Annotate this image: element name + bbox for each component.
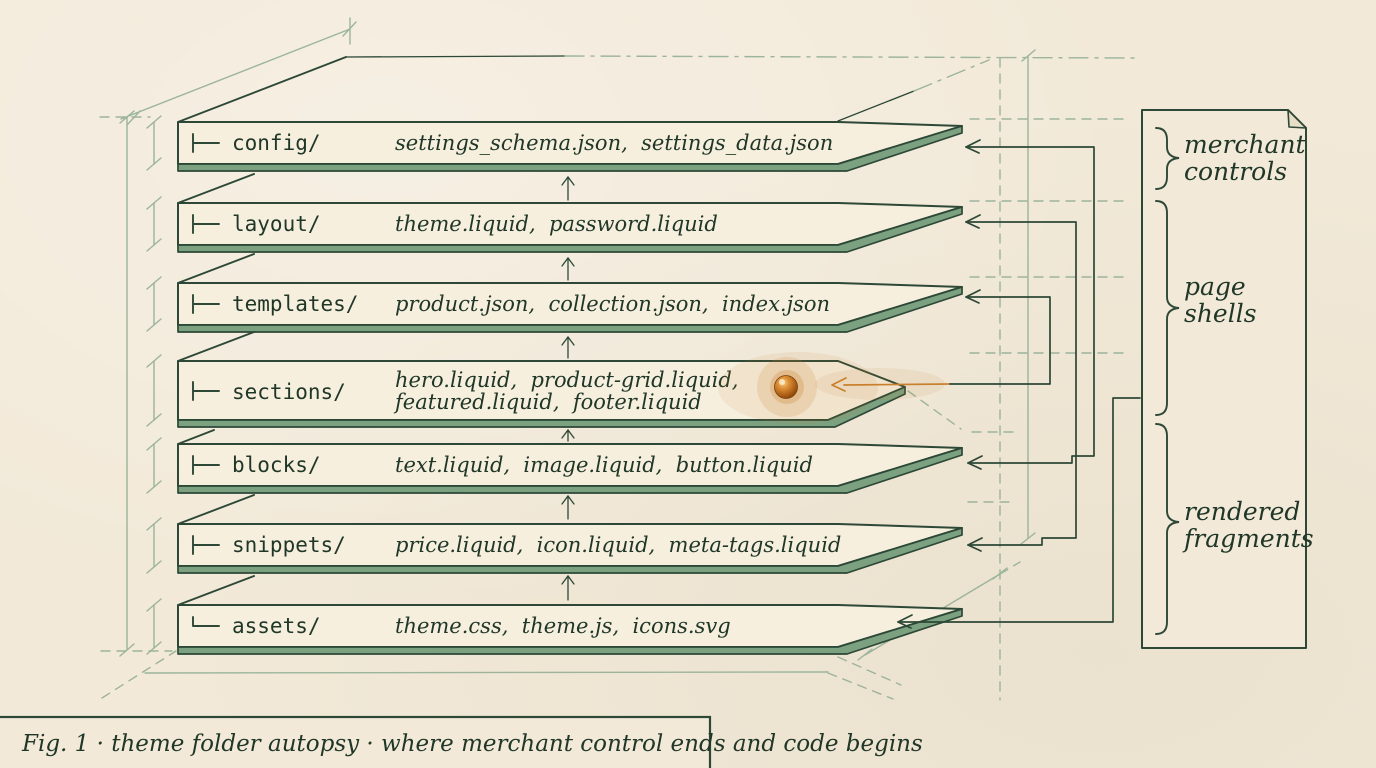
top-face-sliver bbox=[177, 429, 215, 445]
layer-templates: templates/ product.json, collection.json… bbox=[177, 253, 963, 333]
highlight-ball[interactable] bbox=[774, 375, 798, 399]
group-label: controls bbox=[1184, 157, 1287, 186]
folder-files: price.liquid, icon.liquid, meta-tags.liq… bbox=[395, 533, 841, 557]
folder-name: templates/ bbox=[232, 292, 358, 316]
folder-files: theme.liquid, password.liquid bbox=[395, 212, 718, 236]
connector-assets-note bbox=[897, 397, 1141, 623]
group-label: fragments bbox=[1182, 524, 1314, 553]
dimension-diagonal bbox=[120, 28, 351, 120]
figure-caption-box: Fig. 1 · theme folder autopsy · where me… bbox=[0, 715, 923, 768]
layer-blocks: blocks/ text.liquid, image.liquid, butto… bbox=[177, 429, 963, 494]
top-face-right-edge bbox=[837, 90, 915, 122]
note-dogear-fold-icon bbox=[1287, 109, 1307, 129]
folder-name: config/ bbox=[232, 131, 321, 155]
group-label: page bbox=[1184, 272, 1246, 301]
layer-edge-band bbox=[177, 608, 963, 655]
folder-name: assets/ bbox=[232, 614, 321, 638]
folder-files: product.json, collection.json, index.jso… bbox=[395, 292, 830, 316]
group-label: merchant bbox=[1184, 130, 1307, 159]
tree-branch-icon bbox=[192, 294, 220, 314]
layer-stack: config/ settings_schema.json, settings_d… bbox=[177, 121, 963, 655]
connectors bbox=[897, 139, 1141, 629]
tree-branch-icon bbox=[192, 133, 220, 153]
sections-highlight bbox=[718, 352, 951, 424]
centerline-dashdot bbox=[564, 55, 1137, 59]
connector-assets-arrowhead bbox=[897, 614, 913, 629]
connector-templates-arrowhead bbox=[965, 289, 981, 304]
caption-text: Fig. 1 · theme folder autopsy · where me… bbox=[21, 731, 923, 757]
orange-pointer-arrow bbox=[831, 377, 951, 392]
tree-branch-icon bbox=[192, 535, 220, 555]
upward-flow-arrows bbox=[561, 175, 575, 601]
layer-edge-band bbox=[177, 125, 963, 172]
up-arrow bbox=[561, 335, 575, 359]
folder-name: blocks/ bbox=[232, 453, 321, 477]
dimension-diagonal-ticks bbox=[126, 17, 357, 126]
folder-name: sections/ bbox=[232, 380, 346, 404]
brace-merchant-controls bbox=[1155, 127, 1180, 190]
layer-edge-band bbox=[177, 286, 963, 333]
layer-edge-band bbox=[177, 447, 963, 494]
dimension-extension-dashes bbox=[99, 116, 173, 652]
folder-name: layout/ bbox=[232, 212, 321, 236]
base-plane-edge bbox=[144, 671, 829, 674]
layer-edge-band bbox=[177, 527, 963, 574]
brace-page-shells bbox=[1155, 200, 1180, 416]
layer-layout: layout/ theme.liquid, password.liquid bbox=[177, 173, 963, 253]
legend-note: merchant controls page shells rendered f… bbox=[1141, 109, 1314, 649]
dimension-per-layer-ticks bbox=[146, 115, 162, 655]
top-face-sliver bbox=[177, 575, 255, 606]
tree-branch-icon bbox=[192, 455, 220, 475]
highlight-glow-outer bbox=[718, 352, 878, 424]
tree-corner-icon bbox=[192, 616, 220, 627]
tree-branch-icon bbox=[192, 214, 220, 234]
folder-files: text.liquid, image.liquid, button.liquid bbox=[395, 453, 813, 477]
construction-vertical-ticks bbox=[1020, 49, 1036, 545]
up-arrow bbox=[561, 494, 575, 520]
sections-hidden-edge-dash bbox=[907, 390, 962, 430]
caption-frame bbox=[0, 715, 712, 768]
top-face-right-edge-hidden bbox=[913, 59, 990, 92]
top-face-sliver bbox=[177, 494, 255, 525]
brace-rendered-fragments bbox=[1155, 423, 1180, 635]
connector-templates-sections bbox=[949, 296, 1051, 385]
folder-name: snippets/ bbox=[232, 533, 346, 557]
layer-snippets: snippets/ price.liquid, icon.liquid, met… bbox=[177, 494, 963, 574]
tree-branch-icon bbox=[192, 381, 220, 401]
highlight-ball-glint bbox=[779, 379, 785, 385]
dimension-overall-ticks bbox=[119, 110, 135, 657]
top-face-sliver bbox=[177, 253, 255, 284]
up-arrow bbox=[561, 428, 575, 442]
base-plane-dashes bbox=[101, 650, 902, 700]
top-face-sliver bbox=[177, 173, 255, 204]
construction-lines bbox=[99, 17, 1137, 701]
connector-layout-snippets bbox=[965, 221, 1077, 546]
connector-config-blocks bbox=[965, 146, 1095, 464]
folder-files: featured.liquid, footer.liquid bbox=[393, 390, 702, 414]
tie-line-dashes bbox=[967, 118, 1129, 503]
layer-config: config/ settings_schema.json, settings_d… bbox=[177, 121, 963, 172]
group-label: shells bbox=[1184, 299, 1257, 328]
layer-edge-band bbox=[177, 206, 963, 253]
connector-layout-snippets-arrowheads bbox=[965, 214, 983, 552]
layer-assets: assets/ theme.css, theme.js, icons.svg bbox=[177, 575, 963, 655]
connector-config-blocks-arrowheads bbox=[965, 139, 983, 470]
up-arrow bbox=[561, 256, 575, 281]
up-arrow bbox=[561, 574, 575, 601]
top-face-left-edge bbox=[177, 56, 347, 123]
note-paper bbox=[1141, 109, 1307, 649]
group-label: rendered bbox=[1184, 497, 1300, 526]
top-face-sliver bbox=[177, 331, 255, 362]
dimension-base-ext bbox=[999, 561, 1021, 575]
folder-files: theme.css, theme.js, icons.svg bbox=[395, 614, 731, 638]
folder-files: settings_schema.json, settings_data.json bbox=[395, 131, 833, 155]
folder-files: hero.liquid, product-grid.liquid, bbox=[395, 368, 738, 392]
layer-edge-band bbox=[177, 386, 906, 428]
up-arrow bbox=[561, 175, 575, 201]
top-face-back-edge bbox=[345, 55, 566, 58]
layer-sections: sections/ hero.liquid, product-grid.liqu… bbox=[177, 331, 906, 428]
